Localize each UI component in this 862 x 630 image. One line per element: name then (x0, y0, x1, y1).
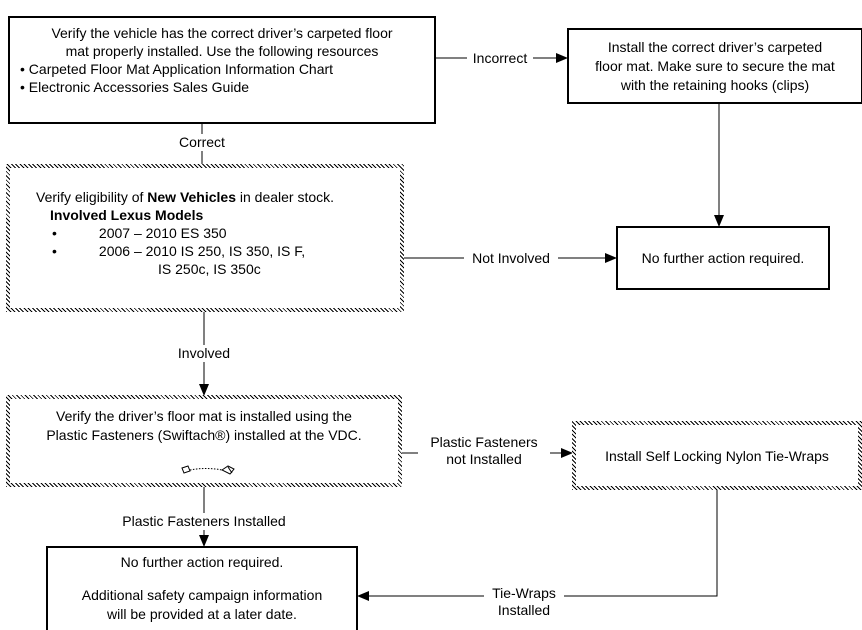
verify-mat-box: Verify the vehicle has the correct drive… (8, 16, 436, 124)
no-action-2-line3: will be provided at a later date. (107, 606, 297, 622)
no-action-2-line2: Additional safety campaign information (81, 587, 323, 603)
eligibility-intro: Verify eligibility of New Vehicles in de… (36, 189, 335, 205)
edge-label-not-installed-line2: not Installed (446, 451, 522, 467)
verify-mat-line1: Verify the vehicle has the correct drive… (51, 25, 393, 41)
eligibility-box: Verify eligibility of New Vehicles in de… (6, 164, 404, 312)
models-heading: Involved Lexus Models (50, 207, 204, 223)
edge-label-tie-wraps-line1: Tie-Wraps (492, 585, 556, 601)
edge-label-not-installed-line1: Plastic Fasteners (430, 434, 538, 450)
no-action-box-1: No further action required. (616, 226, 830, 290)
edge-label-tie-wraps-line2: Installed (497, 602, 551, 618)
install-mat-box: Install the correct driver’s carpeted fl… (567, 28, 862, 104)
no-action-text-1: No further action required. (641, 250, 805, 266)
edge-label-incorrect: Incorrect (467, 50, 533, 67)
edge-label-not-installed: Plastic Fasteners not Installed (418, 434, 550, 468)
model-item: •2006 – 2010 IS 250, IS 350, IS F, (52, 243, 306, 259)
verify-mat-line2: mat properly installed. Use the followin… (65, 43, 379, 59)
verify-fasteners-line2: Plastic Fasteners (Swiftach®) installed … (46, 427, 362, 443)
resource-item: • Electronic Accessories Sales Guide (20, 79, 250, 95)
edge-label-tie-wraps: Tie-Wraps Installed (484, 585, 564, 619)
verify-fasteners-box: Verify the driver’s floor mat is install… (6, 395, 402, 487)
edge-label-involved: Involved (170, 345, 238, 362)
model-item-continued: IS 250c, IS 350c (158, 261, 261, 277)
verify-fasteners-line1: Verify the driver’s floor mat is install… (56, 408, 352, 424)
edge-tie-wraps (357, 490, 718, 601)
edge-label-correct: Correct (172, 134, 232, 151)
no-action-box-2: No further action required. Additional s… (46, 546, 358, 630)
no-action-2-line1: No further action required. (120, 554, 284, 570)
install-mat-line1: Install the correct driver’s carpeted (607, 39, 823, 55)
model-item: •2007 – 2010 ES 350 (52, 225, 227, 241)
fastener-icon (181, 465, 235, 475)
tie-wraps-box: Install Self Locking Nylon Tie-Wraps (572, 421, 862, 490)
install-mat-line2: floor mat. Make sure to secure the mat (595, 58, 835, 74)
edge-label-installed: Plastic Fasteners Installed (100, 513, 308, 530)
edge-label-not-involved: Not Involved (464, 250, 558, 267)
resource-item: • Carpeted Floor Mat Application Informa… (20, 61, 334, 77)
tie-wraps-text: Install Self Locking Nylon Tie-Wraps (605, 447, 829, 464)
install-mat-line3: with the retaining hooks (clips) (620, 77, 810, 93)
